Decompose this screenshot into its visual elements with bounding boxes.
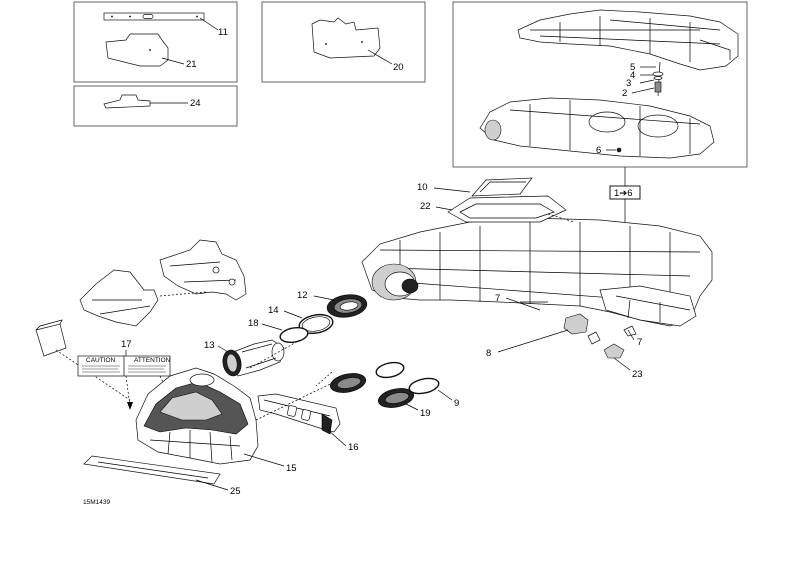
label-1-to-6: 1➔6: [614, 188, 633, 199]
label-18: 18: [248, 318, 259, 329]
label-15: 15: [286, 463, 297, 474]
clips-7-8-23: 7 8 7 23: [486, 293, 643, 380]
part-18-ring: 18: [248, 318, 309, 344]
inset-box-11-21: 11 21: [73, 1, 238, 83]
sticker-right-title: ATTENTION: [134, 357, 171, 364]
insulation-panel-part: [311, 17, 381, 59]
label-24: 24: [190, 98, 201, 109]
label-14: 14: [268, 305, 279, 316]
label-7a: 7: [495, 293, 500, 304]
label-20: 20: [393, 62, 404, 73]
part-17-warning-label: CAUTION ATTENTION 17: [77, 339, 171, 410]
part-13-duct: 13: [204, 339, 285, 377]
gasket-part: [103, 94, 151, 109]
sticker-left-title: CAUTION: [86, 357, 116, 364]
label-22: 22: [420, 201, 431, 212]
label-9: 9: [454, 398, 459, 409]
label-17: 17: [121, 339, 132, 350]
label-12: 12: [297, 290, 308, 301]
label-8: 8: [486, 348, 491, 359]
inset-box-20: 20: [261, 1, 426, 83]
part-16-bracket: 16: [257, 393, 359, 453]
label-25: 25: [230, 486, 241, 497]
part-25-gasket: 25: [83, 455, 241, 497]
callout-1-to-6: 1➔6: [609, 167, 641, 222]
part-12-coupler: 12: [297, 290, 368, 318]
label-4: 4: [630, 70, 635, 81]
drawing-code: 15M1439: [83, 499, 110, 506]
inset-box-24: 24: [73, 85, 238, 127]
loose-foam-panels: [79, 239, 247, 327]
label-7b: 7: [637, 337, 642, 348]
parts-9-19-couplings: 19 9: [315, 361, 459, 419]
label-3: 3: [626, 78, 631, 89]
label-16: 16: [348, 442, 359, 453]
label-19: 19: [420, 408, 431, 419]
label-13: 13: [204, 340, 215, 351]
label-21: 21: [186, 59, 197, 70]
label-11: 11: [218, 27, 228, 38]
foam-pad-part: [105, 33, 169, 67]
label-2: 2: [622, 88, 627, 99]
label-5: 5: [630, 62, 635, 73]
airbox-assembly: [361, 217, 713, 327]
label-10: 10: [417, 182, 428, 193]
decal-strip-part: [103, 12, 205, 21]
inset-box-1-6: 5 4 3 2 6: [452, 1, 748, 168]
part-14-clamp: 14: [268, 305, 334, 335]
label-6: 6: [596, 145, 601, 156]
part-23-grommet: [603, 343, 625, 359]
part-10-cover: 10: [417, 177, 533, 197]
label-23: 23: [632, 369, 643, 380]
part-8-clip: [563, 313, 589, 335]
part-22-seal: 22: [420, 195, 575, 223]
part-15-air-silencer: 15: [135, 367, 297, 474]
